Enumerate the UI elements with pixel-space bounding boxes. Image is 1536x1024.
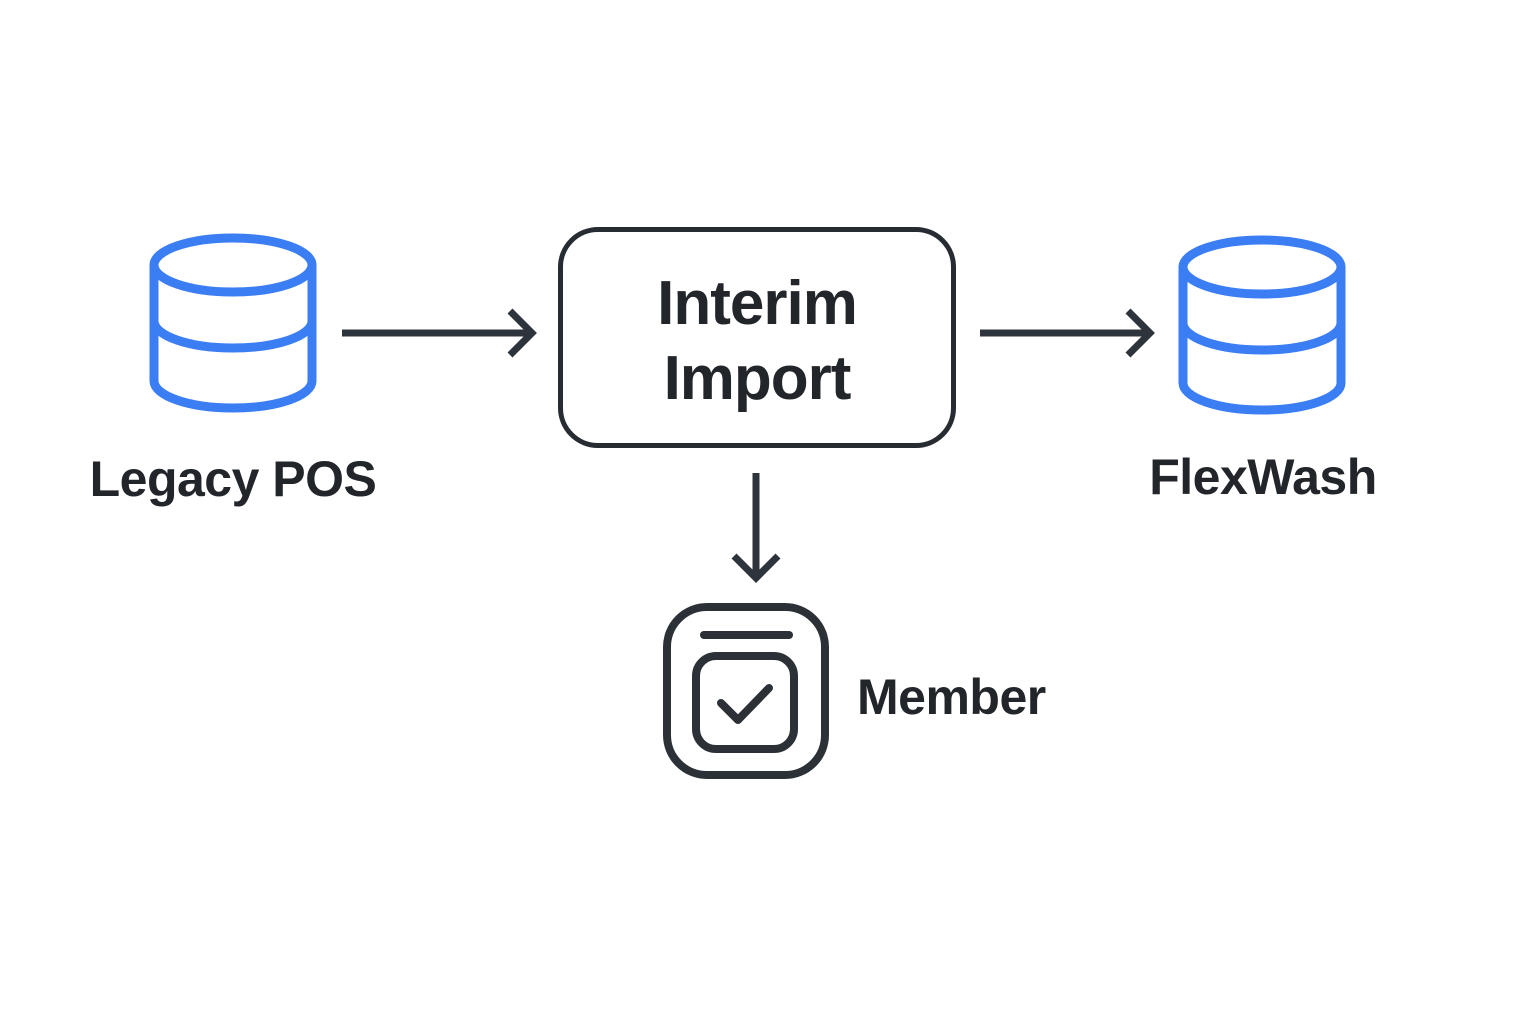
checked-document-icon <box>662 602 830 780</box>
node-legacy-pos <box>149 233 317 413</box>
node-label-flexwash: FlexWash <box>1149 449 1377 505</box>
node-label-member: Member <box>857 669 1046 725</box>
database-icon <box>1178 235 1346 415</box>
process-label-line-2: Import <box>663 343 852 413</box>
arrow-interim-to-member <box>731 473 781 583</box>
process-label-line-1: Interim <box>657 268 858 338</box>
node-interim-import: Interim Import <box>558 227 956 448</box>
arrow-interim-to-flexwash <box>980 308 1155 358</box>
arrow-legacy-to-interim <box>342 308 537 358</box>
node-member <box>662 602 830 780</box>
database-icon <box>149 233 317 413</box>
node-flexwash <box>1178 235 1346 415</box>
node-label-legacy-pos: Legacy POS <box>89 451 377 507</box>
